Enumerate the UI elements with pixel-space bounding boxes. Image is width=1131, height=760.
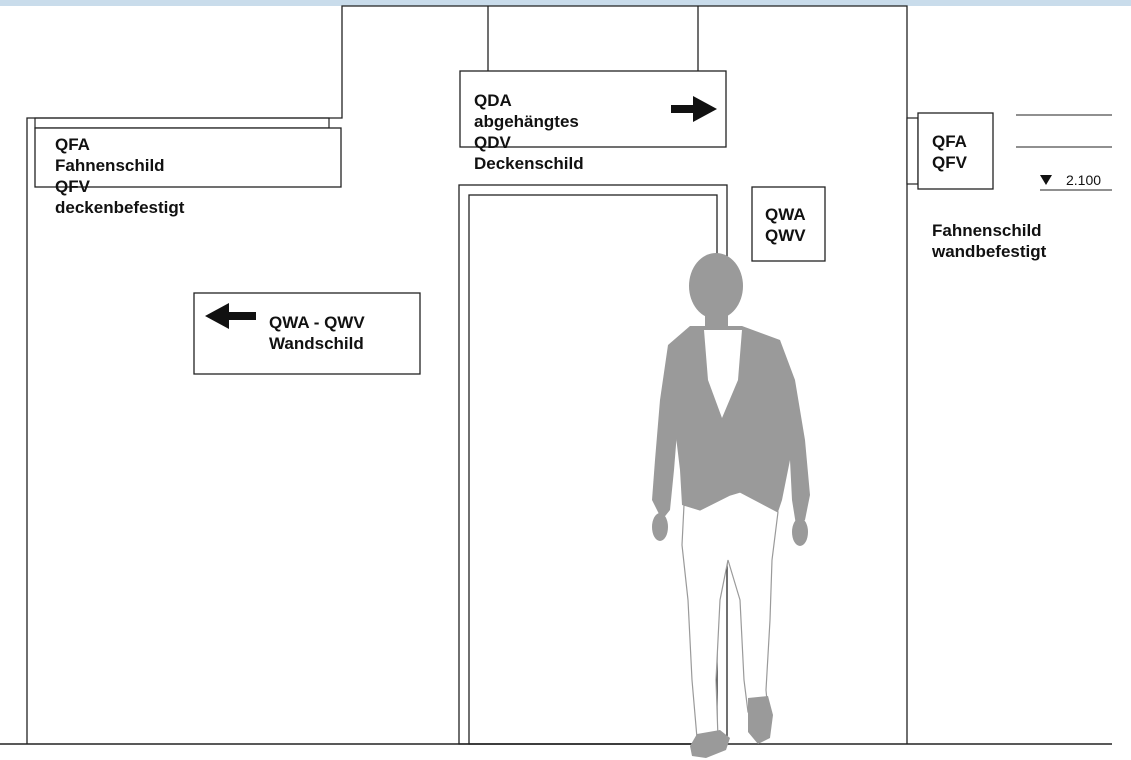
wall-sign-label: QWA - QWV Wandschild <box>269 312 365 354</box>
door-sign-code-2: QWV <box>765 226 806 245</box>
height-dimension: 2.100 <box>1066 172 1102 188</box>
flag-sign-ceiling-label: QFA Fahnenschild QFV deckenbefestigt <box>55 134 184 218</box>
flag-sign-wall-caption-1: Fahnenschild <box>932 221 1042 240</box>
flag-sign-mount <box>34 117 330 129</box>
wall-sign-code: QWA - QWV <box>269 313 365 332</box>
left-arrow-icon <box>205 303 256 329</box>
flag-sign-wall-label: QFA QFV <box>932 131 967 173</box>
hanging-sign-code-1: QDA <box>474 91 512 110</box>
flag-sign-ceiling-code-2: QFV <box>55 177 90 196</box>
flag-sign-wall-code-1: QFA <box>932 132 967 151</box>
flag-sign-ceiling-box <box>34 127 342 188</box>
flag-sign-ceiling-text-1: Fahnenschild <box>55 156 165 175</box>
person-silhouette <box>652 253 810 758</box>
level-marker-icon <box>1040 175 1052 185</box>
flag-sign-wall-caption: Fahnenschild wandbefestigt <box>932 220 1046 262</box>
hanging-sign-text-1: abgehängtes <box>474 112 579 131</box>
wall-sign-box <box>193 292 421 375</box>
flag-sign-wall-code-2: QFV <box>932 153 967 172</box>
door-sign-code-1: QWA <box>765 205 806 224</box>
flag-sign-ceiling-code-1: QFA <box>55 135 90 154</box>
flag-sign-wall-caption-2: wandbefestigt <box>932 242 1047 261</box>
top-band <box>0 0 1131 6</box>
right-arrow-icon <box>671 96 717 122</box>
hanging-sign-label: QDA abgehängtes QDV Deckenschild <box>474 90 584 174</box>
door-sign-label: QWA QWV <box>765 204 806 246</box>
flag-sign-ceiling-text-2: deckenbefestigt <box>55 198 185 217</box>
hanging-sign-code-2: QDV <box>474 133 511 152</box>
flag-wall-bracket <box>906 117 919 185</box>
flag-sign-wall-box <box>917 112 994 190</box>
wall-sign-text: Wandschild <box>269 334 364 353</box>
hanging-sign-text-2: Deckenschild <box>474 154 584 173</box>
door-frame-inner <box>468 194 718 745</box>
door-sign-box <box>751 186 826 262</box>
